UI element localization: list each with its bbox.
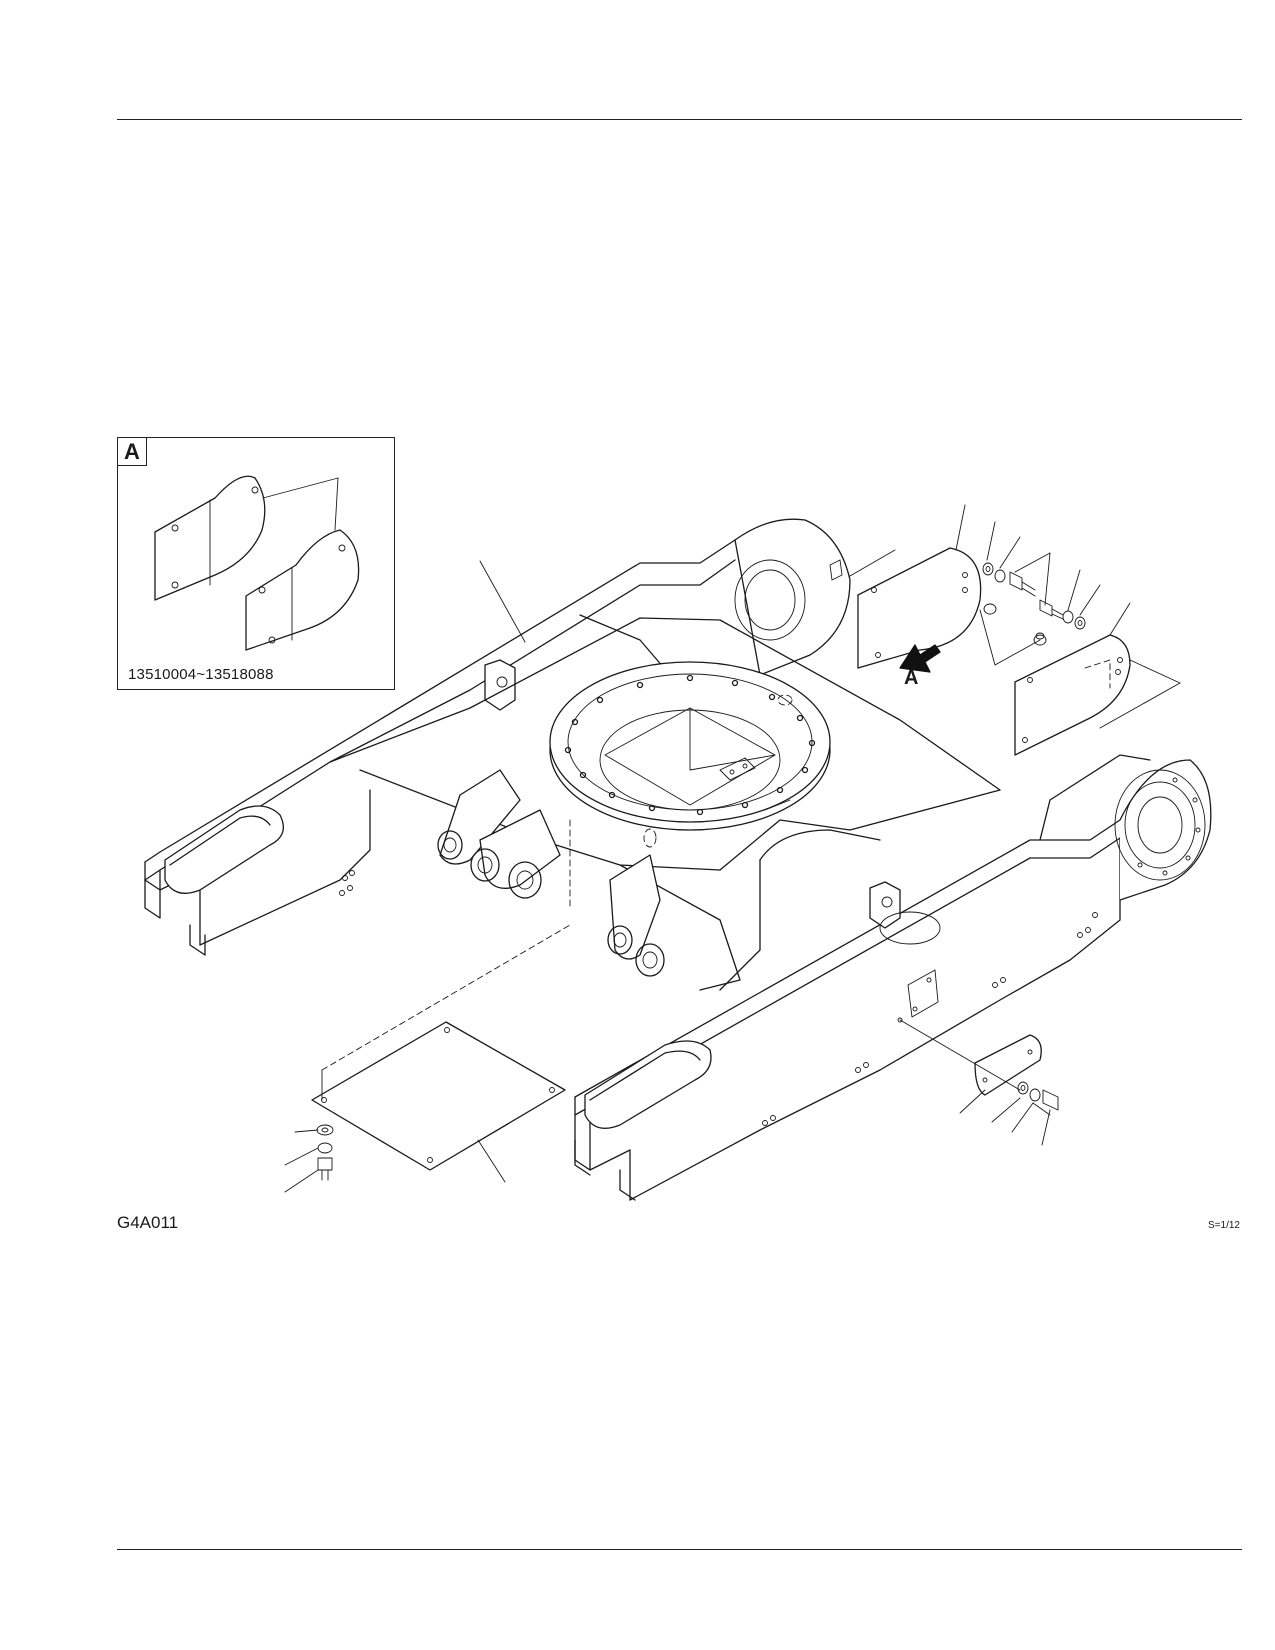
inset-a-covers [154,475,360,651]
bottom-rule [117,1549,1242,1550]
inset-label: A [118,438,147,466]
figure-code: G4A011 [117,1213,179,1232]
right-track-frame [574,754,1212,1201]
side-cover-plate [897,1017,1059,1146]
view-callout-label: A [904,667,919,689]
inset-serial-range: 13510004~13518088 [128,666,274,683]
left-track-frame [144,518,851,956]
figure-scale: S=1/12 [1208,1220,1240,1231]
center-frame [329,614,1001,991]
inset-view-a: A 13510004~13518088 [117,437,395,690]
under-cover-plate [284,924,571,1193]
travel-motor-covers [849,504,1181,756]
top-rule [117,119,1242,120]
